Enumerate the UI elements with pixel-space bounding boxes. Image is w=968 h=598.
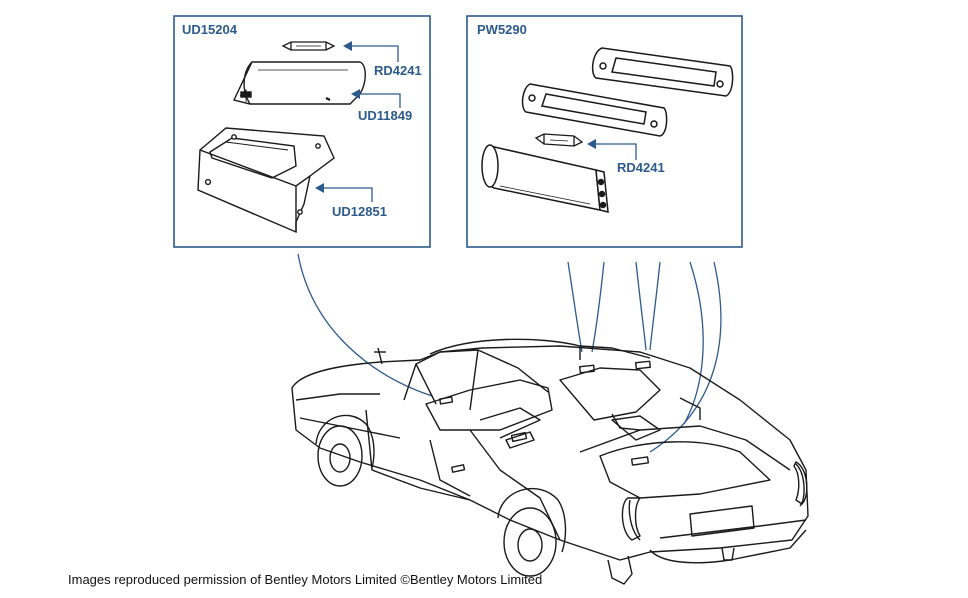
bezel-frame-icon (591, 47, 734, 97)
festoon-bulb-icon-2 (534, 133, 584, 147)
panel-ud15204-frame (173, 15, 431, 248)
part-label-rd4241-left: RD4241 (374, 63, 422, 78)
panel-pw5290-frame (466, 15, 743, 248)
part-label-ud11849: UD11849 (358, 108, 413, 123)
arrow-head-right (587, 139, 596, 149)
leader-arrow-right (594, 143, 637, 160)
leader-arrows-left (322, 45, 401, 202)
panel-title-ud15204: UD15204 (182, 22, 237, 37)
panel-title-pw5290: PW5290 (477, 22, 527, 37)
arrow-heads-left (315, 41, 360, 193)
part-label-rd4241-right: RD4241 (617, 160, 665, 175)
part-label-ud12851: UD12851 (332, 204, 387, 219)
lamp-lens-icon (233, 61, 366, 105)
convertible-car-icon (291, 338, 809, 585)
copyright-footer: Images reproduced permission of Bentley … (68, 572, 543, 587)
festoon-bulb-icon (281, 41, 336, 51)
leader-curves (297, 253, 722, 453)
lamp-bracket-icon (197, 127, 335, 234)
gasket-icon (521, 83, 668, 137)
lamp-body-icon (481, 144, 609, 213)
